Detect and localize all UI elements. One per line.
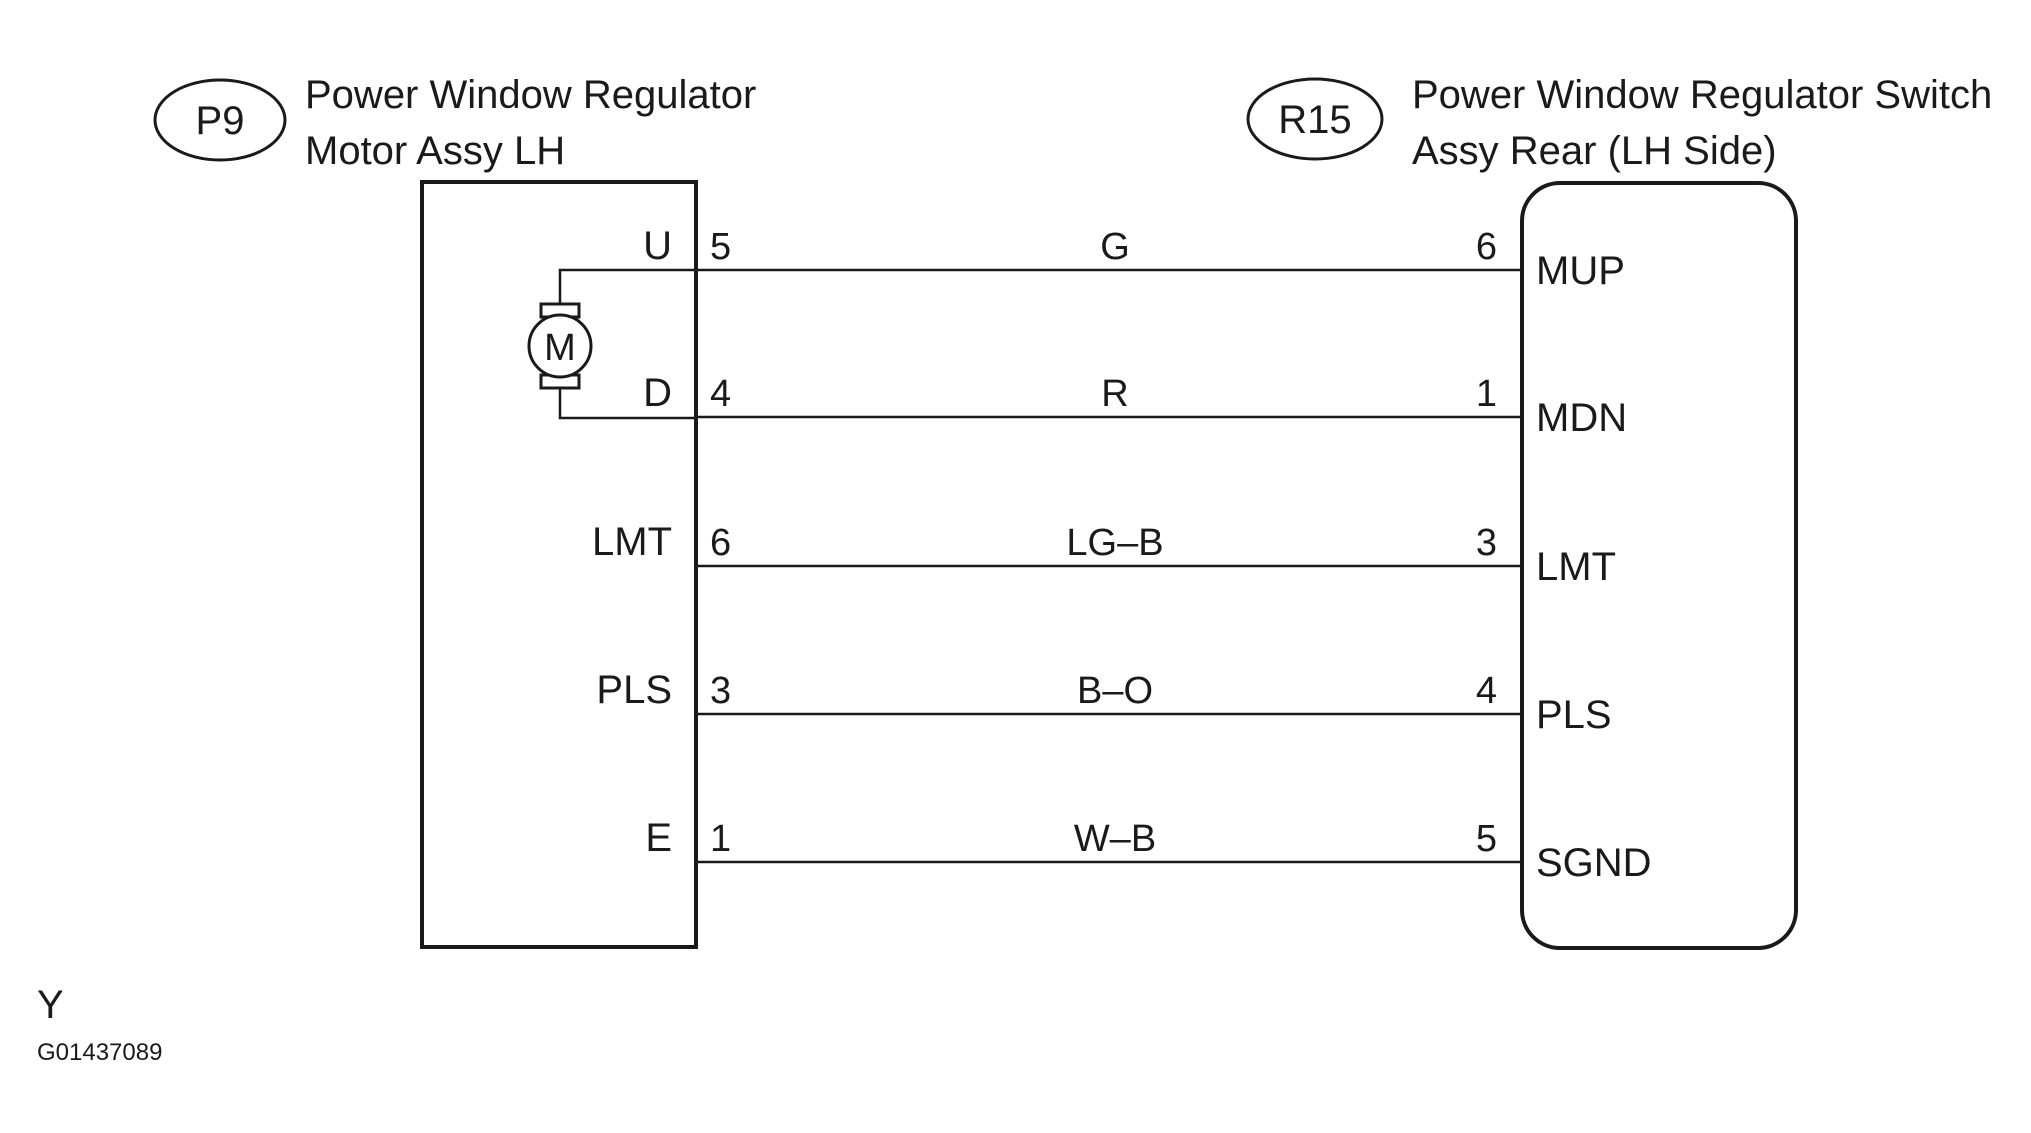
wire-color-label: LG–B — [1066, 522, 1163, 564]
right-connector-code: R15 — [1278, 98, 1351, 142]
left-component-title-line1: Power Window Regulator — [305, 73, 756, 117]
right-terminal-label: SGND — [1536, 841, 1652, 885]
left-terminal-label: E — [645, 816, 672, 860]
right-pin-number: 6 — [1476, 226, 1497, 268]
right-component-title-line1: Power Window Regulator Switch — [1412, 73, 1992, 117]
right-pin-number: 5 — [1476, 818, 1497, 860]
footer-letter: Y — [37, 983, 64, 1027]
right-component-title-line2: Assy Rear (LH Side) — [1412, 129, 1777, 173]
motor-circle — [527, 313, 593, 379]
right-connector-code-badge — [1246, 77, 1384, 161]
right-terminal-label: LMT — [1536, 545, 1616, 589]
motor-symbol: M — [527, 268, 696, 420]
left-pin-number: 5 — [710, 226, 731, 268]
right-pin-number: 1 — [1476, 373, 1497, 415]
right-terminal-label: PLS — [1536, 693, 1612, 737]
motor-letter: M — [544, 327, 576, 369]
left-pin-number: 3 — [710, 670, 731, 712]
left-component-header: P9 Power Window Regulator Motor Assy LH — [153, 73, 756, 173]
left-terminal-label: U — [643, 224, 672, 268]
right-component-header: R15 Power Window Regulator Switch Assy R… — [1246, 73, 1992, 173]
left-pin-number: 6 — [710, 522, 731, 564]
wire-color-label: G — [1100, 226, 1130, 268]
left-connector-code: P9 — [196, 99, 245, 143]
wire-color-label: W–B — [1074, 818, 1156, 860]
left-component-box — [420, 180, 698, 949]
left-pin-number: 1 — [710, 818, 731, 860]
left-pin-number: 4 — [710, 373, 731, 415]
wire-color-label: R — [1101, 373, 1128, 415]
right-pin-number: 3 — [1476, 522, 1497, 564]
right-terminal-label: MUP — [1536, 249, 1625, 293]
left-connector-code-badge — [153, 78, 287, 162]
left-terminal-label: PLS — [596, 668, 672, 712]
right-terminal-label: MDN — [1536, 396, 1627, 440]
left-component-title-line2: Motor Assy LH — [305, 129, 565, 173]
left-terminal-label: LMT — [592, 520, 672, 564]
figure-code: G01437089 — [37, 1039, 162, 1066]
left-terminal-label: D — [643, 371, 672, 415]
right-pin-number: 4 — [1476, 670, 1497, 712]
wire-color-label: B–O — [1077, 670, 1153, 712]
